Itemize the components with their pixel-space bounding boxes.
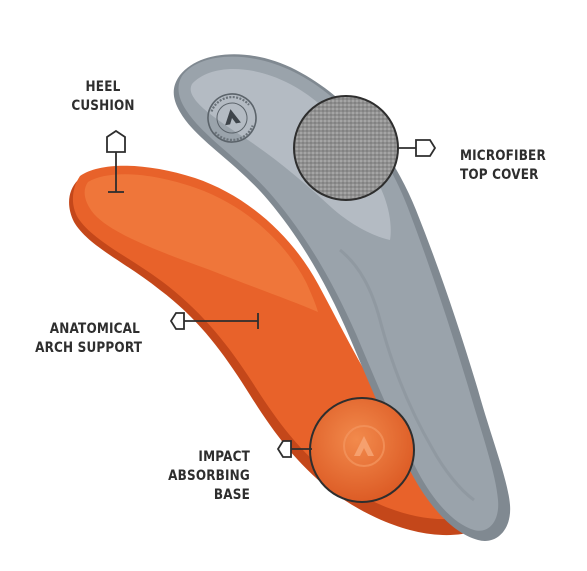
impact-line-3: BASE (164, 486, 250, 505)
microfiber-line-2: TOP COVER (460, 166, 546, 185)
heel-cushion-label: HEEL CUSHION (68, 78, 139, 116)
heel-cushion-line-1: HEEL (68, 78, 139, 97)
arch-support-line-2: ARCH SUPPORT (35, 339, 140, 358)
microfiber-line-1: MICROFIBER (460, 147, 546, 166)
impact-line-2: ABSORBING (164, 467, 250, 486)
impact-absorbing-base-label: IMPACT ABSORBING BASE (164, 448, 250, 505)
impact-line-1: IMPACT (164, 448, 250, 467)
arch-support-line-1: ANATOMICAL (35, 320, 140, 339)
microfiber-pointer (398, 140, 435, 156)
microfiber-top-cover-label: MICROFIBER TOP COVER (460, 147, 546, 185)
impact-pad-detail-circle (310, 398, 414, 502)
microfiber-detail-circle (294, 96, 398, 200)
heel-cushion-line-2: CUSHION (68, 97, 139, 116)
anatomical-arch-support-label: ANATOMICAL ARCH SUPPORT (35, 320, 140, 358)
